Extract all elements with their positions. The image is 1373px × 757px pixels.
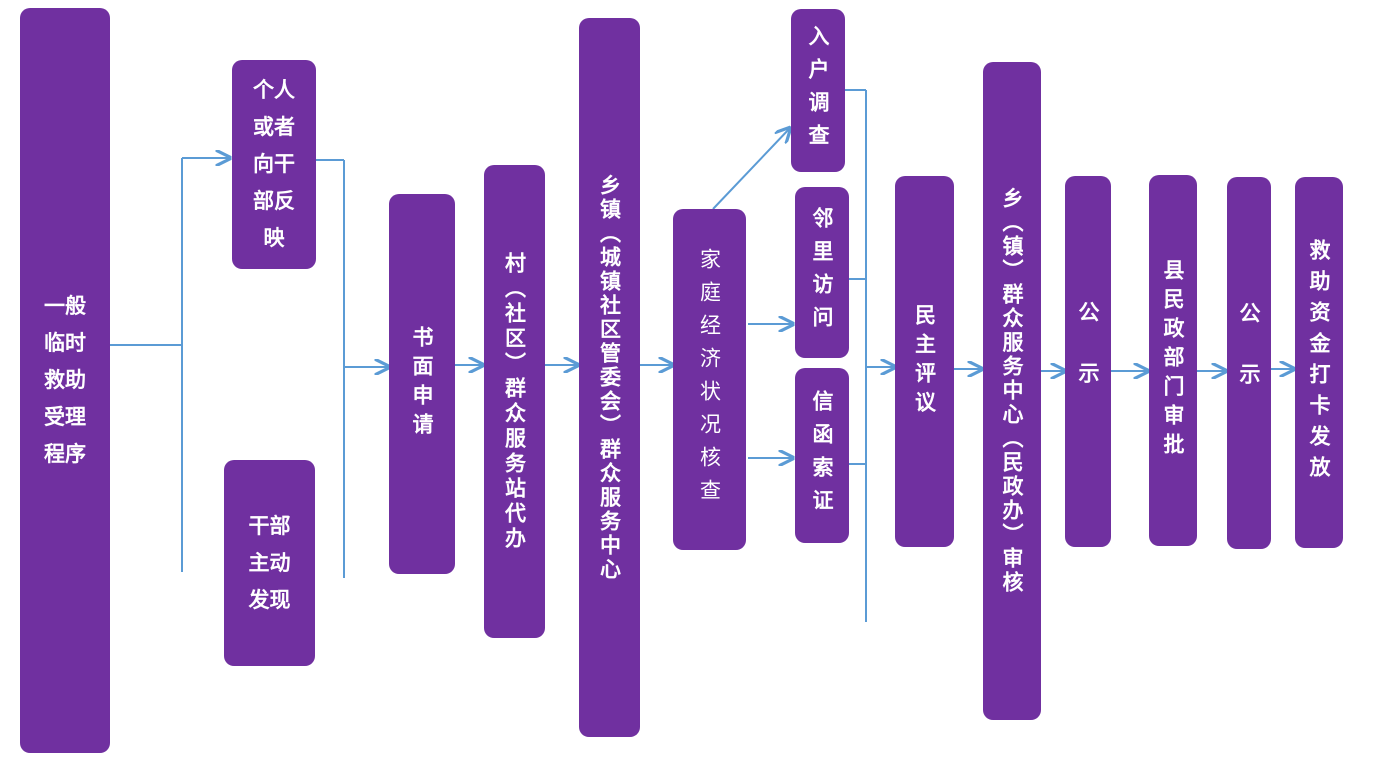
node-home-visit: 入户调查 [791,9,845,172]
node-home-visit-label: 入户调查 [806,24,830,157]
node-written-app: 书面申请 [389,194,455,574]
node-family-check: 家庭经济状况核查 [673,209,746,550]
node-cadre-discover-label: 干部主动发现 [248,513,291,612]
node-town-audit-label: 乡（镇）群众服务中心（民政办）审核 [1000,187,1024,595]
node-payout-label: 救助资金打卡发放 [1307,238,1331,487]
node-village-station-label: 村（社区）群众服务站代办 [502,251,527,552]
node-written-app-label: 书面申请 [410,326,434,442]
node-publicity-1: 公示 [1065,176,1111,547]
node-county-approval-label: 县民政部门审批 [1161,259,1185,462]
node-publicity-1-label: 公示 [1076,300,1100,423]
node-personal-report-label: 个人或者向干部反映 [253,78,295,250]
node-democratic-review-label: 民主评议 [912,303,937,420]
node-letter-evidence-label: 信函索证 [810,389,834,522]
node-neighbor-visit-label: 邻里访问 [810,206,834,339]
node-letter-evidence: 信函索证 [795,368,849,543]
node-publicity-2: 公示 [1227,177,1271,549]
node-democratic-review: 民主评议 [895,176,954,547]
node-village-station: 村（社区）群众服务站代办 [484,165,545,638]
node-start-label: 一般临时救助受理程序 [44,294,86,466]
node-town-center: 乡镇（城镇社区管委会）群众服务中心 [579,18,640,737]
node-cadre-discover: 干部主动发现 [224,460,315,666]
node-family-check-label: 家庭经济状况核查 [697,247,722,512]
node-county-approval: 县民政部门审批 [1149,175,1197,546]
arrow-to-home-visit [712,128,790,210]
node-payout: 救助资金打卡发放 [1295,177,1343,548]
node-town-audit: 乡（镇）群众服务中心（民政办）审核 [983,62,1041,720]
node-publicity-2-label: 公示 [1237,302,1261,424]
node-personal-report: 个人或者向干部反映 [232,60,316,269]
node-start: 一般临时救助受理程序 [20,8,110,753]
node-neighbor-visit: 邻里访问 [795,187,849,358]
node-town-center-label: 乡镇（城镇社区管委会）群众服务中心 [597,173,622,582]
